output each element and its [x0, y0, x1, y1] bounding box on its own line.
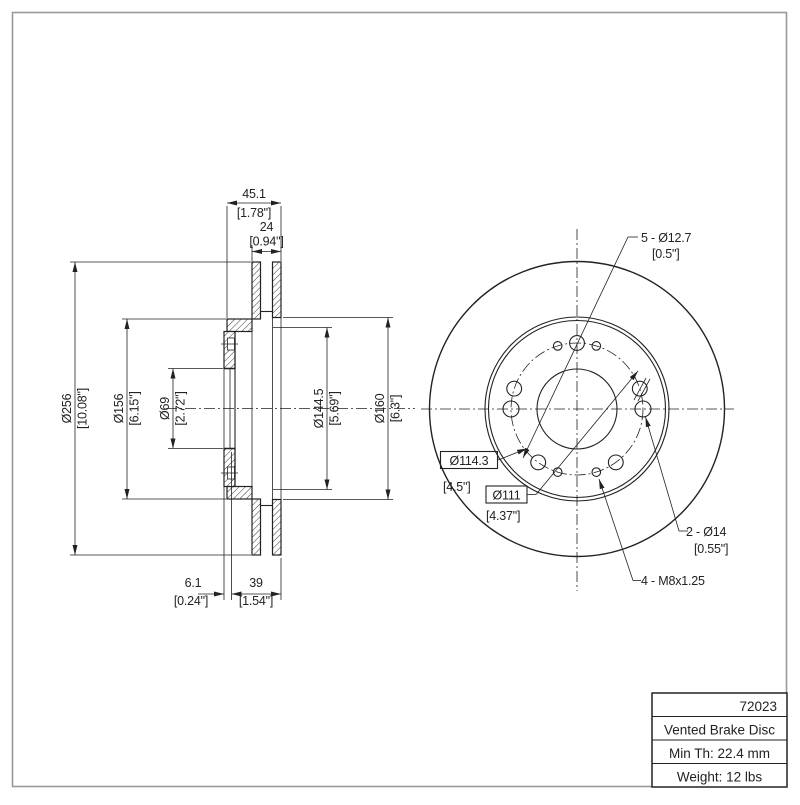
vent-diameter-mm: Ø144.5 — [312, 388, 326, 428]
hat-diameter-in: [6.15"] — [128, 391, 142, 425]
inboard-plate-bottom — [271, 498, 282, 556]
outer-circle — [428, 260, 726, 558]
part-number: 72023 — [739, 699, 777, 714]
extra-holes-text: 2 - Ø14 — [686, 525, 727, 539]
dim-bore-diameter: Ø69 [2.72"] — [158, 368, 223, 449]
hat-offset-in: [0.24"] — [174, 594, 208, 608]
lug-hole — [631, 380, 648, 397]
extra-hole — [502, 400, 520, 418]
lug-holes-inch-text: [0.5"] — [652, 247, 680, 261]
extra-holes — [502, 400, 652, 418]
disc-thickness-mm: 24 — [260, 220, 274, 234]
inner-diameter-circle — [484, 316, 670, 502]
extra-holes-inch-text: [0.55"] — [694, 542, 728, 556]
vent-diameter-in: [5.69"] — [328, 391, 342, 425]
dim-hat-diameter: Ø156 [6.15"] — [112, 318, 226, 500]
label-pilot-circle: Ø111 [4.37"] — [485, 370, 639, 523]
bore-diameter-mm: Ø69 — [158, 397, 172, 420]
front-view: 5 - Ø12.7 [0.5"] Ø114.3 [4.5"] Ø111 [4.3… — [421, 229, 734, 591]
dim-hat-depth: 39 [1.54"] — [231, 558, 282, 608]
thread-hole — [552, 341, 563, 351]
title-block: 72023 Vented Brake Disc Min Th: 22.4 mm … — [651, 692, 788, 788]
overall-width-in: [1.78"] — [237, 206, 271, 220]
min-thickness: Min Th: 22.4 mm — [669, 746, 770, 761]
overall-width-mm: 45.1 — [242, 187, 266, 201]
outer-diameter-in: [10.08"] — [76, 388, 90, 429]
lug-holes-text: 5 - Ø12.7 — [641, 231, 692, 245]
disc-thickness-in: [0.94"] — [249, 235, 283, 249]
bolt-circle — [510, 342, 644, 476]
thread-holes-text: 4 - M8x1.25 — [641, 574, 705, 588]
bore-circle — [536, 368, 618, 450]
dim-vent-diameter: Ø144.5 [5.69"] — [273, 327, 342, 490]
hat-depth-mm: 39 — [249, 576, 263, 590]
pilot-circle-inch-text: [4.37"] — [486, 509, 520, 523]
hat-diameter-mm: Ø156 — [112, 393, 126, 423]
inner-diameter-in: [6.3"] — [389, 395, 403, 423]
thread-hole — [591, 467, 602, 477]
outboard-plate-top — [251, 261, 262, 320]
label-extra-holes: 2 - Ø14 [0.55"] — [645, 416, 729, 556]
section-solids — [221, 261, 282, 556]
hat-offset-mm: 6.1 — [185, 576, 202, 590]
thread-hole — [591, 341, 602, 351]
outboard-plate-bottom — [251, 498, 262, 556]
dim-hat-offset: 6.1 [0.24"] — [174, 452, 232, 608]
pilot-circle-text: Ø111 — [493, 488, 521, 502]
dim-overall-width: 45.1 [1.78"] — [226, 187, 282, 318]
label-thread-holes: 4 - M8x1.25 — [598, 478, 705, 588]
label-bolt-circle: Ø114.3 [4.5"] — [439, 448, 528, 494]
lug-holes — [506, 335, 651, 471]
part-weight: Weight: 12 lbs — [677, 770, 763, 785]
lug-hole — [569, 335, 585, 351]
label-lug-holes: 5 - Ø12.7 [0.5"] — [522, 231, 692, 459]
bolt-circle-text: Ø114.3 — [450, 454, 489, 468]
bolt-circle-inch-text: [4.5"] — [443, 480, 471, 494]
section-edges — [223, 310, 282, 507]
inner-diameter-mm: Ø160 — [373, 393, 387, 423]
page-frame — [11, 11, 788, 788]
hat-depth-in: [1.54"] — [239, 594, 273, 608]
dim-inner-diameter: Ø160 [6.3"] — [283, 317, 403, 500]
dim-disc-thickness: 24 [0.94"] — [249, 220, 284, 261]
extra-hole — [634, 400, 652, 418]
lug-hole — [530, 454, 547, 471]
lug-hole — [506, 380, 523, 397]
inboard-plate-top — [271, 261, 282, 319]
part-description: Vented Brake Disc — [664, 723, 775, 738]
dim-outer-diameter: Ø256 [10.08"] — [60, 261, 251, 556]
hat-flange-top — [226, 318, 253, 333]
hat-flange-bottom — [226, 485, 253, 500]
section-view: Ø256 [10.08"] Ø156 [6.15"] Ø69 [2.72"] — [60, 187, 415, 608]
hat-diameter-circle — [487, 319, 667, 499]
outer-diameter-mm: Ø256 — [60, 393, 74, 423]
lug-hole — [607, 454, 624, 471]
bore-diameter-in: [2.72"] — [174, 391, 188, 425]
